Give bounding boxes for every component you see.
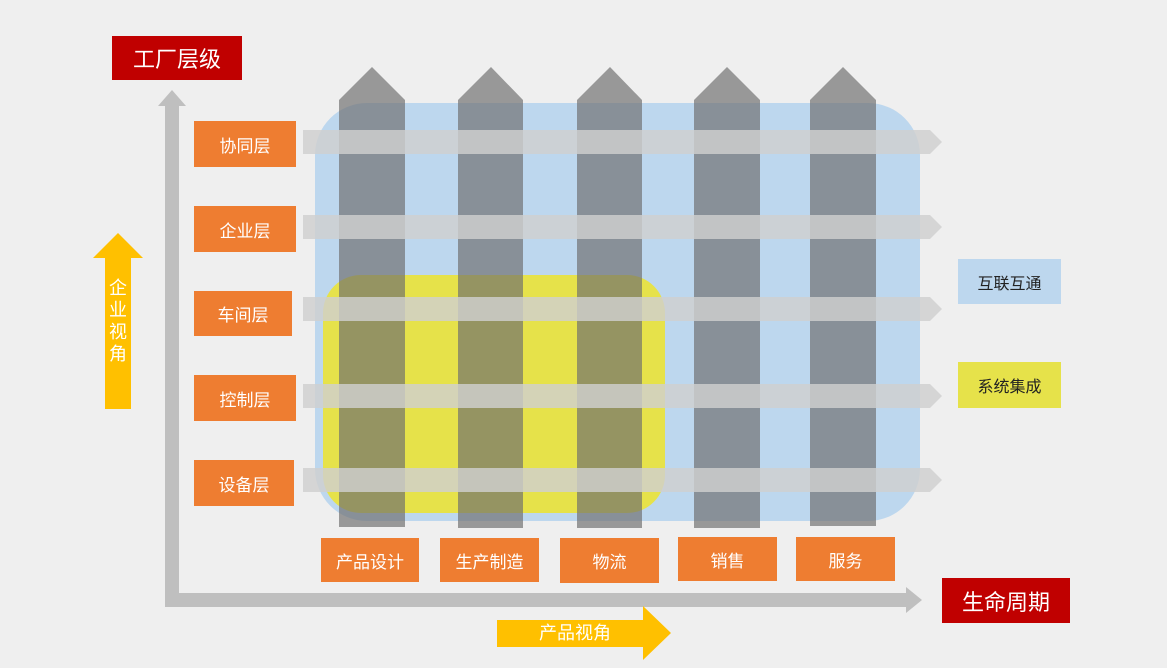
band-workshop bbox=[303, 297, 942, 321]
band-device bbox=[303, 468, 942, 492]
band-collaboration bbox=[303, 130, 942, 154]
x-axis-line bbox=[165, 593, 908, 607]
band-enterprise bbox=[303, 215, 942, 239]
y-axis-arrowhead bbox=[158, 90, 186, 106]
y-axis-title: 工厂层级 bbox=[112, 36, 242, 80]
legend-interconnect: 互联互通 bbox=[958, 259, 1061, 304]
layer-label-enterprise: 企业层 bbox=[194, 206, 296, 252]
product-view-label: 产品视角 bbox=[539, 623, 611, 644]
layer-label-control: 控制层 bbox=[194, 375, 296, 421]
layer-label-collaboration: 协同层 bbox=[194, 121, 296, 167]
y-axis-line bbox=[165, 105, 179, 605]
product-view-arrow bbox=[497, 606, 671, 660]
stage-label-product-design: 产品设计 bbox=[321, 538, 419, 582]
stage-label-sales: 销售 bbox=[678, 537, 777, 581]
enterprise-view-arrow bbox=[93, 233, 143, 409]
x-axis-title: 生命周期 bbox=[942, 578, 1070, 623]
layer-bands bbox=[303, 130, 942, 492]
stage-label-logistics: 物流 bbox=[560, 538, 659, 583]
x-axis-arrowhead bbox=[906, 587, 922, 613]
legend-integration: 系统集成 bbox=[958, 362, 1061, 408]
stage-label-service: 服务 bbox=[796, 537, 895, 581]
layer-label-device: 设备层 bbox=[194, 460, 294, 506]
layer-label-workshop: 车间层 bbox=[194, 291, 292, 336]
column-service bbox=[810, 67, 876, 526]
stage-label-manufacturing: 生产制造 bbox=[440, 538, 539, 582]
band-control bbox=[303, 384, 942, 408]
enterprise-view-label: 企业视角 bbox=[109, 278, 127, 365]
